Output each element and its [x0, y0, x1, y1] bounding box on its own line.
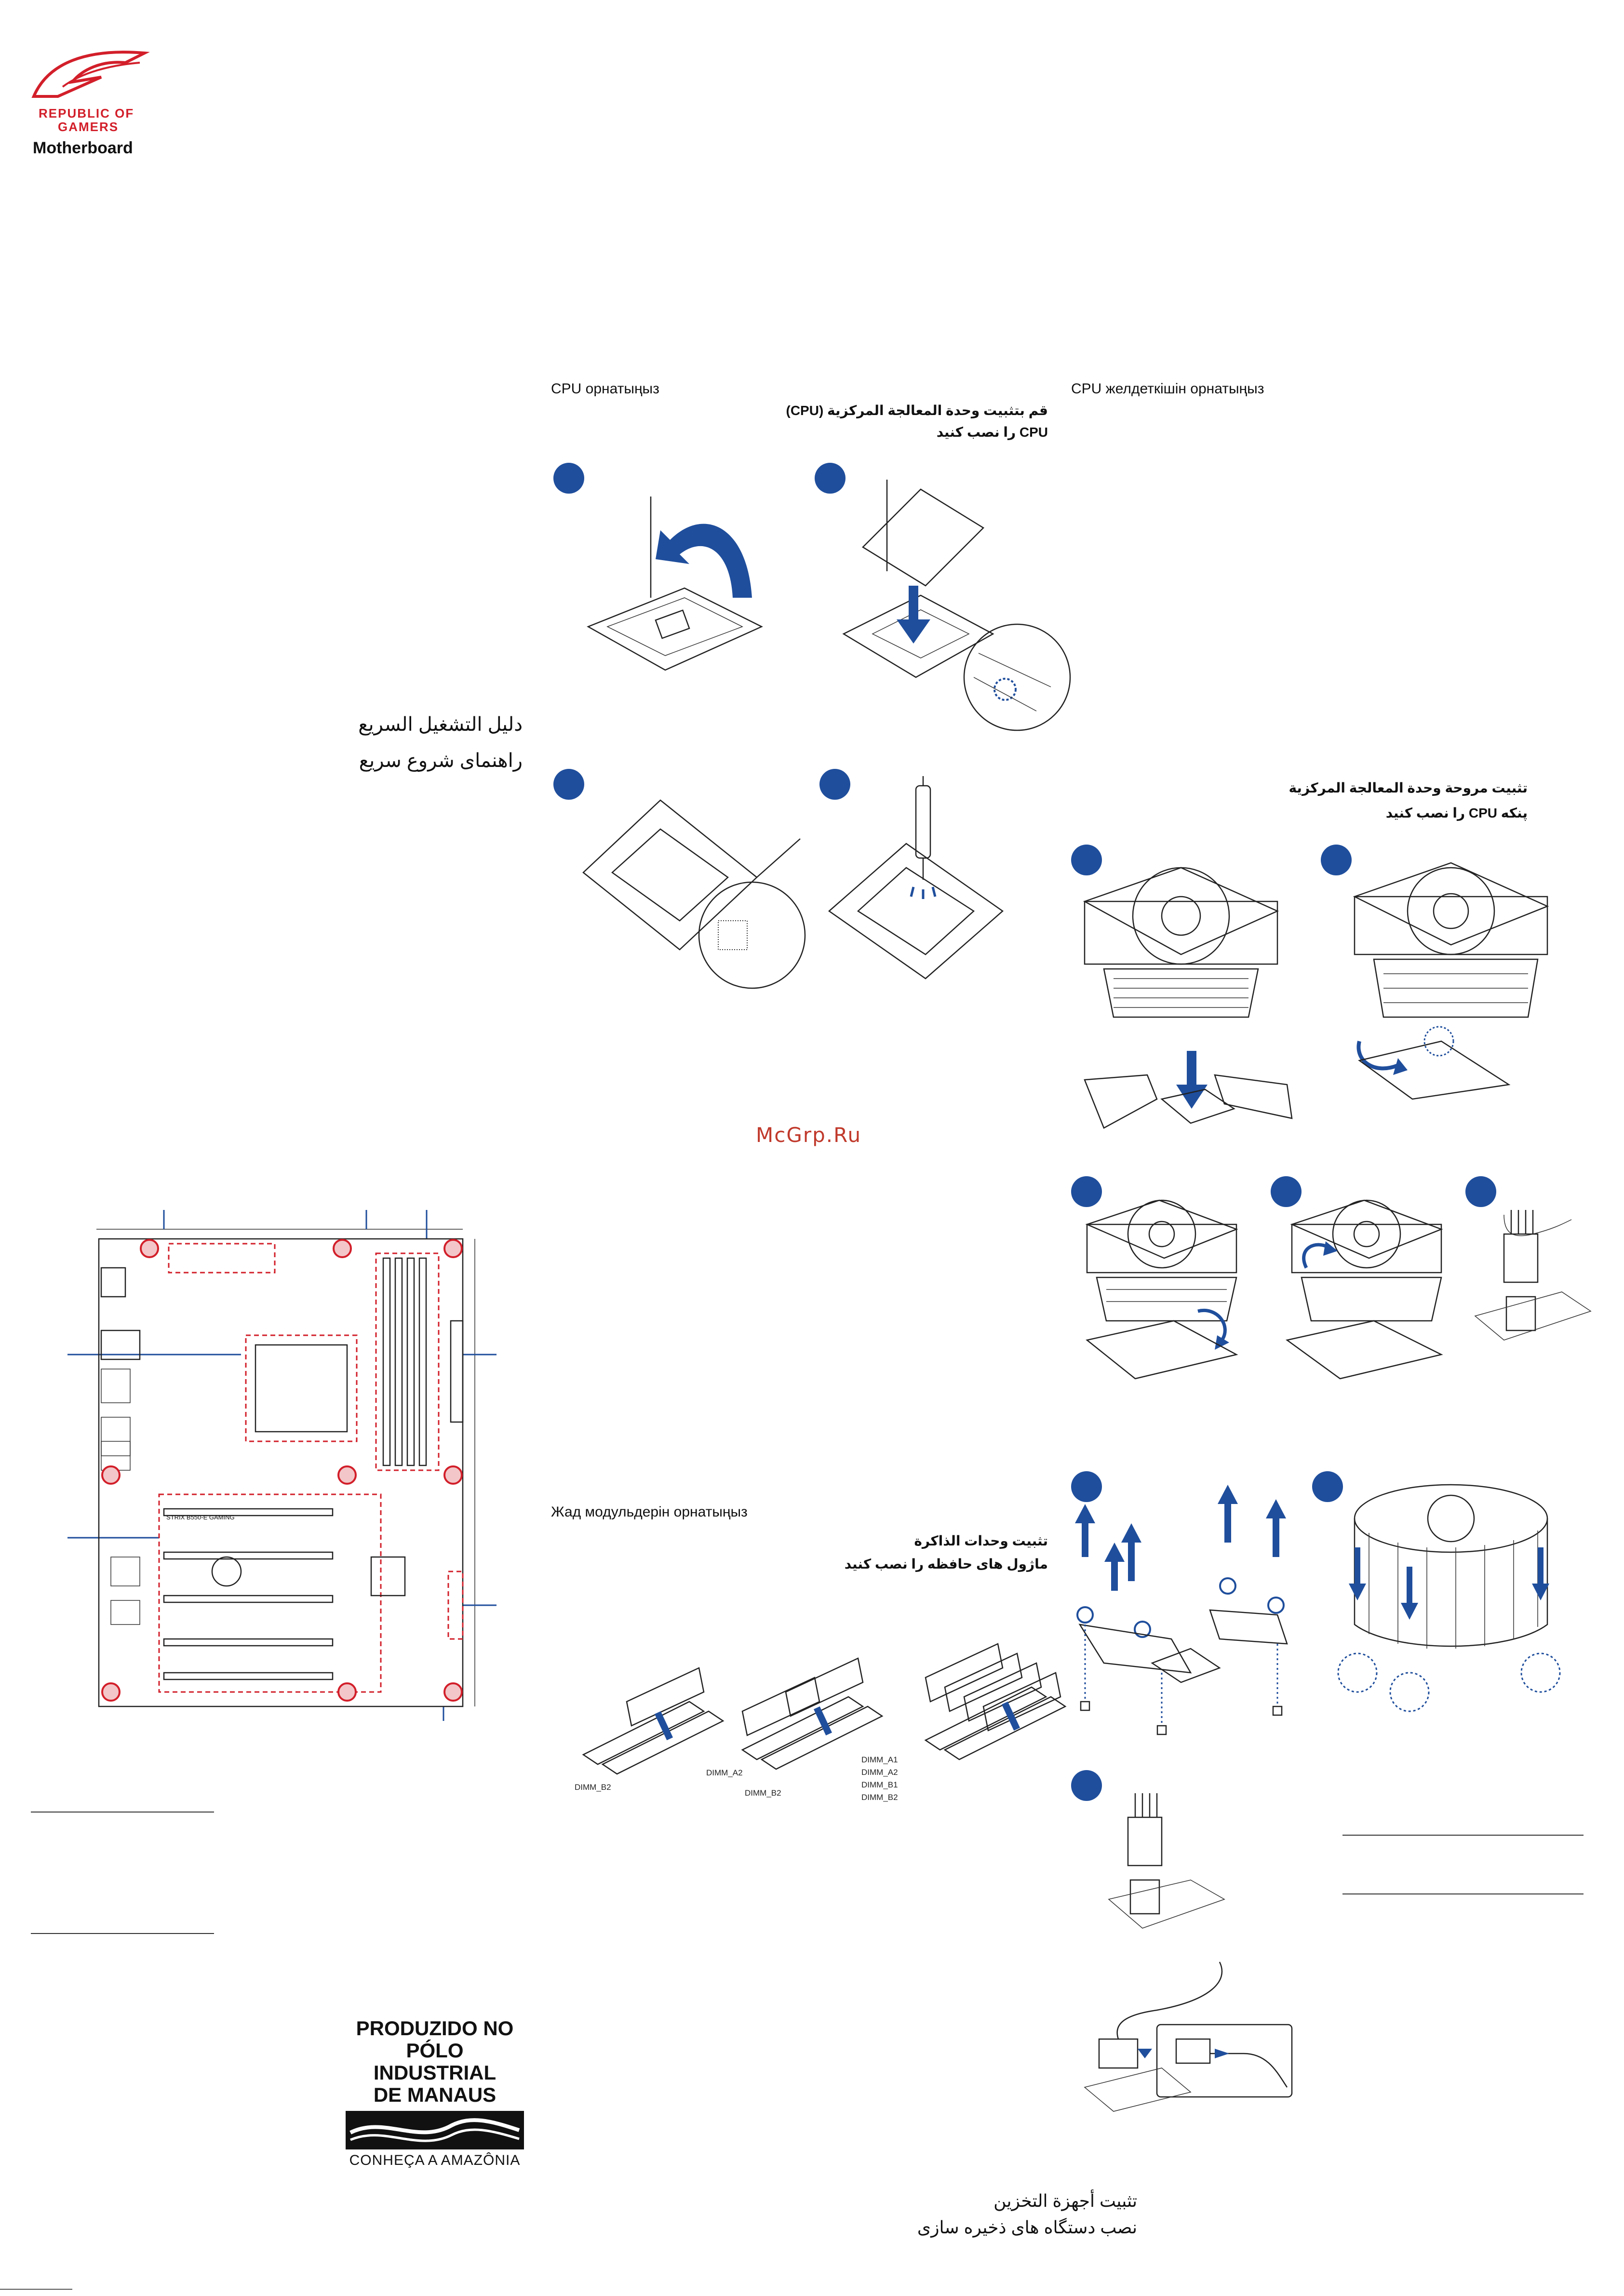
cooler-latch-illustration — [1286, 1199, 1443, 1380]
cooler-remove-step-1-marker — [1071, 1471, 1102, 1502]
cpu-close-frame-illustration — [582, 799, 806, 989]
memory-section-title-kazakh: Жад модульдерін орнатыңыз — [551, 1504, 748, 1520]
fan-header-connector-illustration — [1108, 1793, 1225, 1929]
cpu-section-title-persian: CPU را نصب كنيد — [936, 425, 1048, 440]
memory-one-dimm-illustration — [582, 1667, 725, 1775]
dimm-label-two-a2: DIMM_A2 — [706, 1768, 743, 1777]
cooler-place-illustration — [1083, 867, 1293, 1129]
memory-two-dimm-illustration — [741, 1657, 884, 1770]
rog-line1: REPUBLIC OF — [39, 106, 134, 121]
manaus-wave-icon — [346, 2111, 524, 2149]
storage-cable-illustration — [1084, 1961, 1293, 2112]
guide-title-persian: راهنمای شروع سریع — [359, 750, 523, 771]
notes-divider-left-2 — [31, 1933, 214, 1934]
bracket-screws-illustration — [1075, 1485, 1288, 1735]
cooler-step-3-marker — [1071, 1176, 1102, 1207]
rog-logo: REPUBLIC OF GAMERS Motherboard — [29, 43, 154, 159]
dimm-label-four-a2: DIMM_A2 — [861, 1768, 898, 1777]
cooler-remove-step-2-marker — [1312, 1471, 1343, 1502]
memory-section-title-arabic: تثبيت وحدات الذاكرة — [914, 1533, 1048, 1548]
dimm-label-four-b1: DIMM_B1 — [861, 1780, 898, 1789]
cpu-step-3-marker — [553, 769, 584, 800]
cpu-section-title-kazakh: CPU орнатыңыз — [551, 381, 659, 397]
cooler-section-title-arabic: تثبيت مروحة وحدة المعالجة المركزية — [1288, 780, 1528, 795]
notes-divider-right-1 — [1342, 1835, 1584, 1836]
cpu-socket-lever-illustration — [587, 497, 763, 671]
dimm-label-four-b2: DIMM_B2 — [861, 1793, 898, 1802]
motherboard-layout-diagram — [67, 1210, 497, 1721]
manaus-line1: PRODUZIDO NO — [356, 2017, 514, 2040]
cpu-step-2-marker — [815, 463, 846, 494]
guide-title-arabic: دليل التشغيل السريع — [358, 714, 523, 735]
watermark-text: McGrp.Ru — [756, 1123, 862, 1147]
cooler-step-1-marker — [1071, 845, 1102, 875]
rog-eye-icon — [31, 51, 150, 98]
rog-line2: GAMERS — [58, 120, 119, 134]
notes-divider-right-2 — [1342, 1893, 1584, 1894]
memory-four-dimm-illustration — [924, 1643, 1067, 1760]
cooler-hook-illustration — [1353, 862, 1549, 1100]
cpu-step-1-marker — [553, 463, 584, 494]
page-bottom-rule — [0, 2289, 72, 2290]
cpu-section-title-arabic: قم بتثبيت وحدة المعالجة المركزية (CPU) — [786, 403, 1048, 418]
manaus-badge: PRODUZIDO NO PÓLO INDUSTRIAL DE MANAUS C… — [343, 2017, 526, 2169]
product-type: Motherboard — [33, 139, 133, 157]
cooler-lock-illustration — [1085, 1199, 1238, 1380]
cooler-remove-step-3-marker — [1071, 1770, 1102, 1801]
manaus-tagline: CONHEÇA A AMAZÔNIA — [349, 2152, 521, 2168]
cooler-section-title-kazakh: CPU желдеткішін орнатыңыз — [1071, 381, 1264, 397]
cpu-fan-connector-illustration — [1474, 1210, 1592, 1341]
cooler-step-2-marker — [1321, 845, 1352, 875]
memory-section-title-persian: ماژول های حافظه را نصب كنيد — [844, 1557, 1048, 1571]
manaus-line2: PÓLO INDUSTRIAL — [373, 2039, 497, 2084]
cooler-step-5-marker — [1465, 1176, 1496, 1207]
storage-section-title-arabic: تثبيت أجهزة التخزين — [993, 2191, 1137, 2211]
dimm-label-two-b2: DIMM_B2 — [745, 1788, 781, 1798]
cooler-section-title-persian: پنكه CPU را نصب كنيد — [1385, 806, 1528, 820]
cooler-step-4-marker — [1271, 1176, 1302, 1207]
wraith-cooler-screws-illustration — [1337, 1484, 1561, 1712]
dimm-label-four-a1: DIMM_A1 — [861, 1755, 898, 1764]
thermal-paste-illustration — [828, 776, 1004, 980]
cpu-drop-in-illustration — [842, 480, 1071, 731]
dimm-label-one-b2: DIMM_B2 — [575, 1783, 611, 1792]
storage-section-title-persian: نصب دستگاه های ذخیره سازی — [917, 2217, 1137, 2237]
manaus-line3: DE MANAUS — [373, 2083, 497, 2106]
notes-divider-left-1 — [31, 1812, 214, 1813]
board-model-label: STRIX B550-E GAMING — [166, 1514, 235, 1521]
cpu-step-4-marker — [819, 769, 850, 800]
